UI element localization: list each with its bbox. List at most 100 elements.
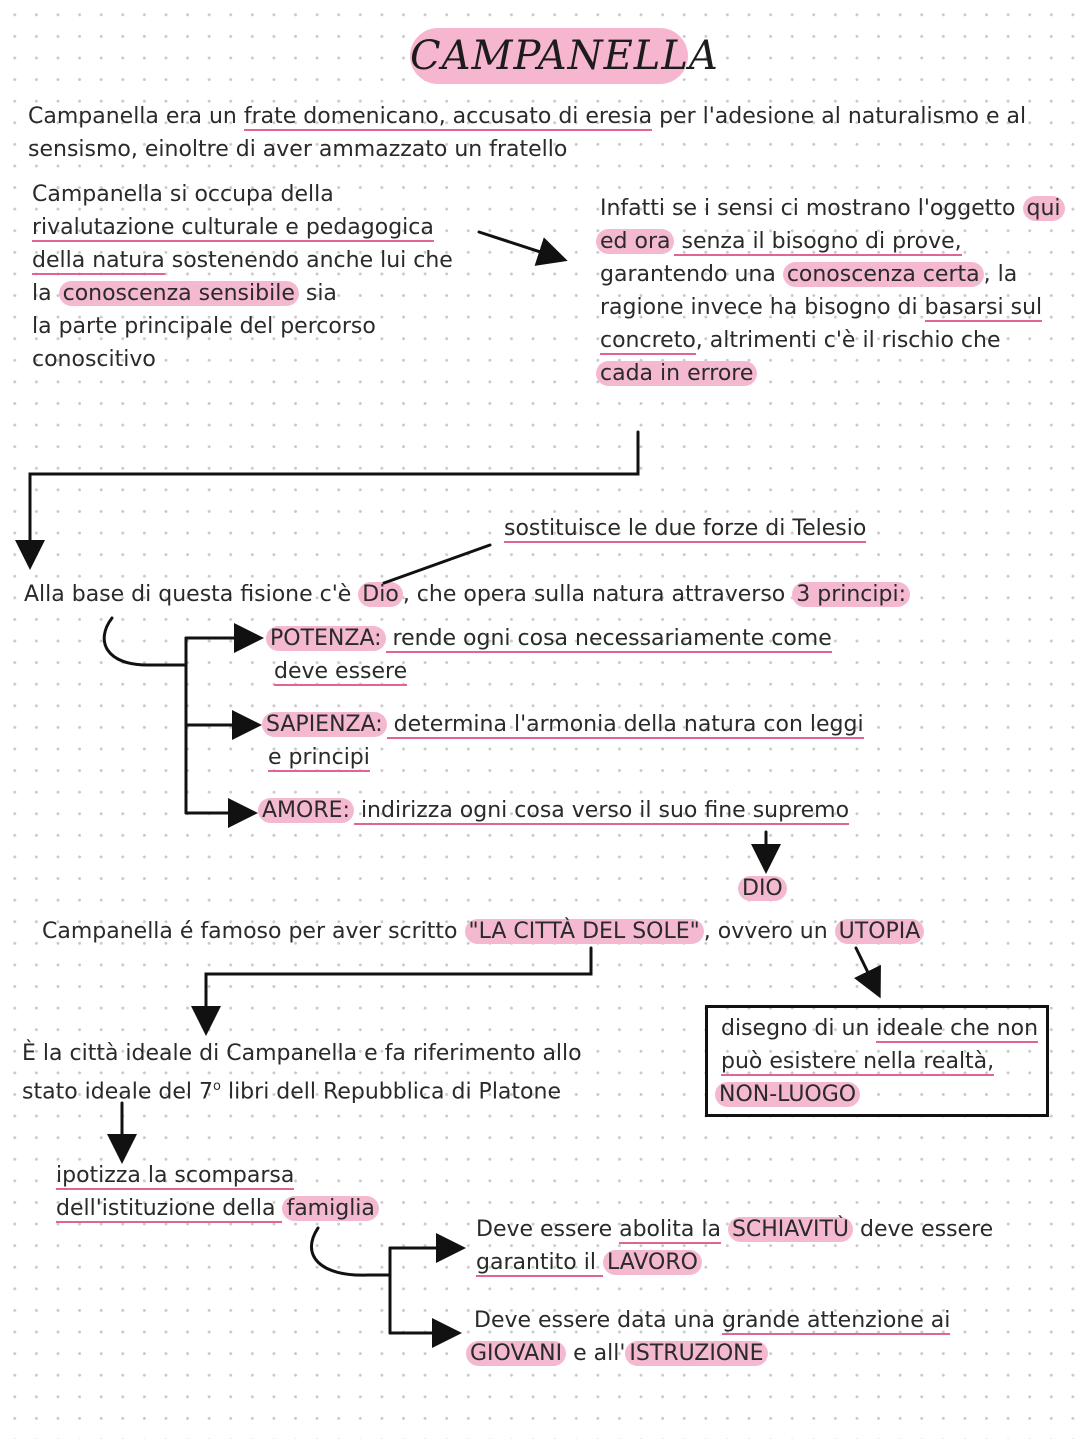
principles-brace <box>102 616 188 667</box>
base-text: , che opera sulla natura attraverso <box>402 582 793 607</box>
page-title: CAMPANELLA <box>410 28 718 84</box>
consequence-highlight: GIOVANI <box>466 1341 567 1366</box>
famous-highlight: "LA CITTÀ DEL SOLE" <box>464 919 704 944</box>
telesio-connector <box>382 543 492 585</box>
consequence-text: Deve essere data una <box>474 1308 723 1333</box>
consequence-underline: grande attenzione ai <box>722 1308 951 1335</box>
consequence-text: e all' <box>566 1341 626 1366</box>
principle-sapienza: SAPIENZA: determina l'armonia della natu… <box>262 708 864 741</box>
city-superscript: o <box>213 1079 221 1094</box>
right-underline: concreto <box>600 328 696 355</box>
famous-line: Campanella é famoso per aver scritto "LA… <box>42 915 925 948</box>
right-underline: basarsi sul <box>924 295 1043 322</box>
famous-highlight: UTOPIA <box>834 919 925 944</box>
left-line-3: della natura sostenendo anche lui che <box>32 244 453 277</box>
telesio-note: sostituisce le due forze di Telesio <box>504 512 867 545</box>
right-line-6: cada in errore <box>596 357 758 390</box>
intro-underline: frate domenicano, accusato di eresia <box>243 104 653 131</box>
base-line: Alla base di questa fisione c'è Dio, che… <box>24 578 911 611</box>
utopia-line-1: disegno di un ideale che non <box>721 1012 1039 1045</box>
city-text: stato ideale del 7 <box>22 1079 213 1105</box>
arrow-to-utopia-box <box>853 946 881 999</box>
principle-name: POTENZA: <box>266 626 386 651</box>
right-line-2: ed ora senza il bisogno di prove, <box>596 225 962 258</box>
right-underline: senza il bisogno di prove, <box>674 229 962 256</box>
left-line-1: Campanella si occupa della <box>32 182 334 207</box>
city-text: libri dell Repubblica di Platone <box>220 1079 561 1105</box>
consequence-text: Deve essere <box>476 1217 620 1242</box>
principle-amore: AMORE: indirizza ogni cosa verso il suo … <box>258 794 850 827</box>
dio-label: DIO <box>738 872 787 905</box>
telesio-underline: sostituisce le due forze di Telesio <box>504 516 867 543</box>
utopia-line-3: NON-LUOGO <box>715 1078 861 1111</box>
consequence-underline: abolita la <box>619 1217 721 1244</box>
left-underline: della natura <box>32 248 165 275</box>
intro-text: per l'adesione al naturalismo e al <box>652 104 1027 129</box>
intro-text: Campanella era un <box>28 104 244 129</box>
consequence-underline: garantito il <box>476 1250 603 1277</box>
family-underline: ipotizza la scomparsa <box>56 1163 295 1190</box>
right-line-4: ragione invece ha bisogno di basarsi sul <box>600 291 1043 324</box>
left-highlight: conoscenza sensibile <box>58 281 299 306</box>
base-highlight: Dio <box>358 582 403 607</box>
principle-potenza: POTENZA: rende ogni cosa necessariamente… <box>266 622 832 655</box>
dio-highlight: DIO <box>738 876 787 901</box>
left-text: sia <box>298 281 337 306</box>
principle-desc: rende ogni cosa necessariamente come <box>385 626 832 653</box>
principle-sapienza-2: e principi <box>268 741 370 774</box>
consequence-1-line-1: Deve essere abolita la SCHIAVITÙ deve es… <box>476 1213 993 1246</box>
right-text: ragione invece ha bisogno di <box>600 295 925 320</box>
utopia-definition-box <box>705 1005 1049 1117</box>
intro-line-2: sensismo, einoltre di aver ammazzato un … <box>28 137 568 162</box>
intro-line-1: Campanella era un frate domenicano, accu… <box>28 100 1026 133</box>
family-line-1: ipotizza la scomparsa <box>56 1159 295 1192</box>
consequence-2-line-1: Deve essere data una grande attenzione a… <box>474 1304 951 1337</box>
famous-text: Campanella é famoso per aver scritto <box>42 919 465 944</box>
left-line-5: la parte principale del percorso <box>32 314 376 339</box>
right-line-3: garantendo una conoscenza certa, la <box>600 258 1017 291</box>
right-highlight: qui <box>1022 196 1065 221</box>
consequence-highlight: ISTRUZIONE <box>625 1341 768 1366</box>
right-text: , altrimenti c'è il rischio che <box>695 328 1001 353</box>
consequence-1-line-2: garantito il LAVORO <box>476 1246 702 1279</box>
consequence-highlight: SCHIAVITÙ <box>727 1217 854 1242</box>
right-highlight: cada in errore <box>596 361 758 386</box>
right-line-1: Infatti se i sensi ci mostrano l'oggetto… <box>600 192 1065 225</box>
right-highlight: ed ora <box>596 229 675 254</box>
base-highlight: 3 principi: <box>792 582 911 607</box>
principle-desc: indirizza ogni cosa verso il suo fine su… <box>353 798 850 825</box>
utopia-underline: ideale che non <box>876 1016 1039 1043</box>
base-text: Alla base di questa fisione c'è <box>24 582 359 607</box>
principle-name: SAPIENZA: <box>262 712 387 737</box>
right-text: Infatti se i sensi ci mostrano l'oggetto <box>600 196 1023 221</box>
family-underline: dell'istituzione della <box>56 1196 283 1223</box>
utopia-text: disegno di un <box>721 1016 877 1041</box>
arrow-to-base <box>15 430 640 570</box>
right-line-5: concreto, altrimenti c'è il rischio che <box>600 324 1000 357</box>
left-text: la <box>32 281 59 306</box>
arrow-to-city <box>191 946 593 1036</box>
right-text: garantendo una <box>600 262 783 287</box>
utopia-highlight: NON-LUOGO <box>715 1082 861 1107</box>
principle-potenza-2: deve essere <box>274 655 408 688</box>
family-highlight: famiglia <box>282 1196 379 1221</box>
consequences-brace <box>310 1226 392 1277</box>
left-line-2: rivalutazione culturale e pedagogica <box>32 211 434 244</box>
principle-desc: deve essere <box>274 659 408 686</box>
principle-name: AMORE: <box>258 798 354 823</box>
left-line-6: conoscitivo <box>32 347 156 372</box>
principle-desc: determina l'armonia della natura con leg… <box>386 712 864 739</box>
arrow-left-to-right <box>477 230 568 266</box>
left-underline: rivalutazione culturale e pedagogica <box>32 215 434 242</box>
left-text: sostenendo anche lui che <box>164 248 453 273</box>
city-line-1: È la città ideale di Campanella e fa rif… <box>22 1041 582 1066</box>
city-line-2: stato ideale del 7o libri dell Repubblic… <box>22 1070 561 1108</box>
family-line-2: dell'istituzione della famiglia <box>56 1192 379 1225</box>
right-highlight: conoscenza certa <box>782 262 984 287</box>
consequence-highlight: LAVORO <box>602 1250 702 1275</box>
consequence-2-line-2: GIOVANI e all'ISTRUZIONE <box>466 1337 768 1370</box>
utopia-line-2: può esistere nella realtà, <box>721 1045 995 1078</box>
principle-desc: e principi <box>268 745 370 772</box>
right-text: , la <box>983 262 1018 287</box>
